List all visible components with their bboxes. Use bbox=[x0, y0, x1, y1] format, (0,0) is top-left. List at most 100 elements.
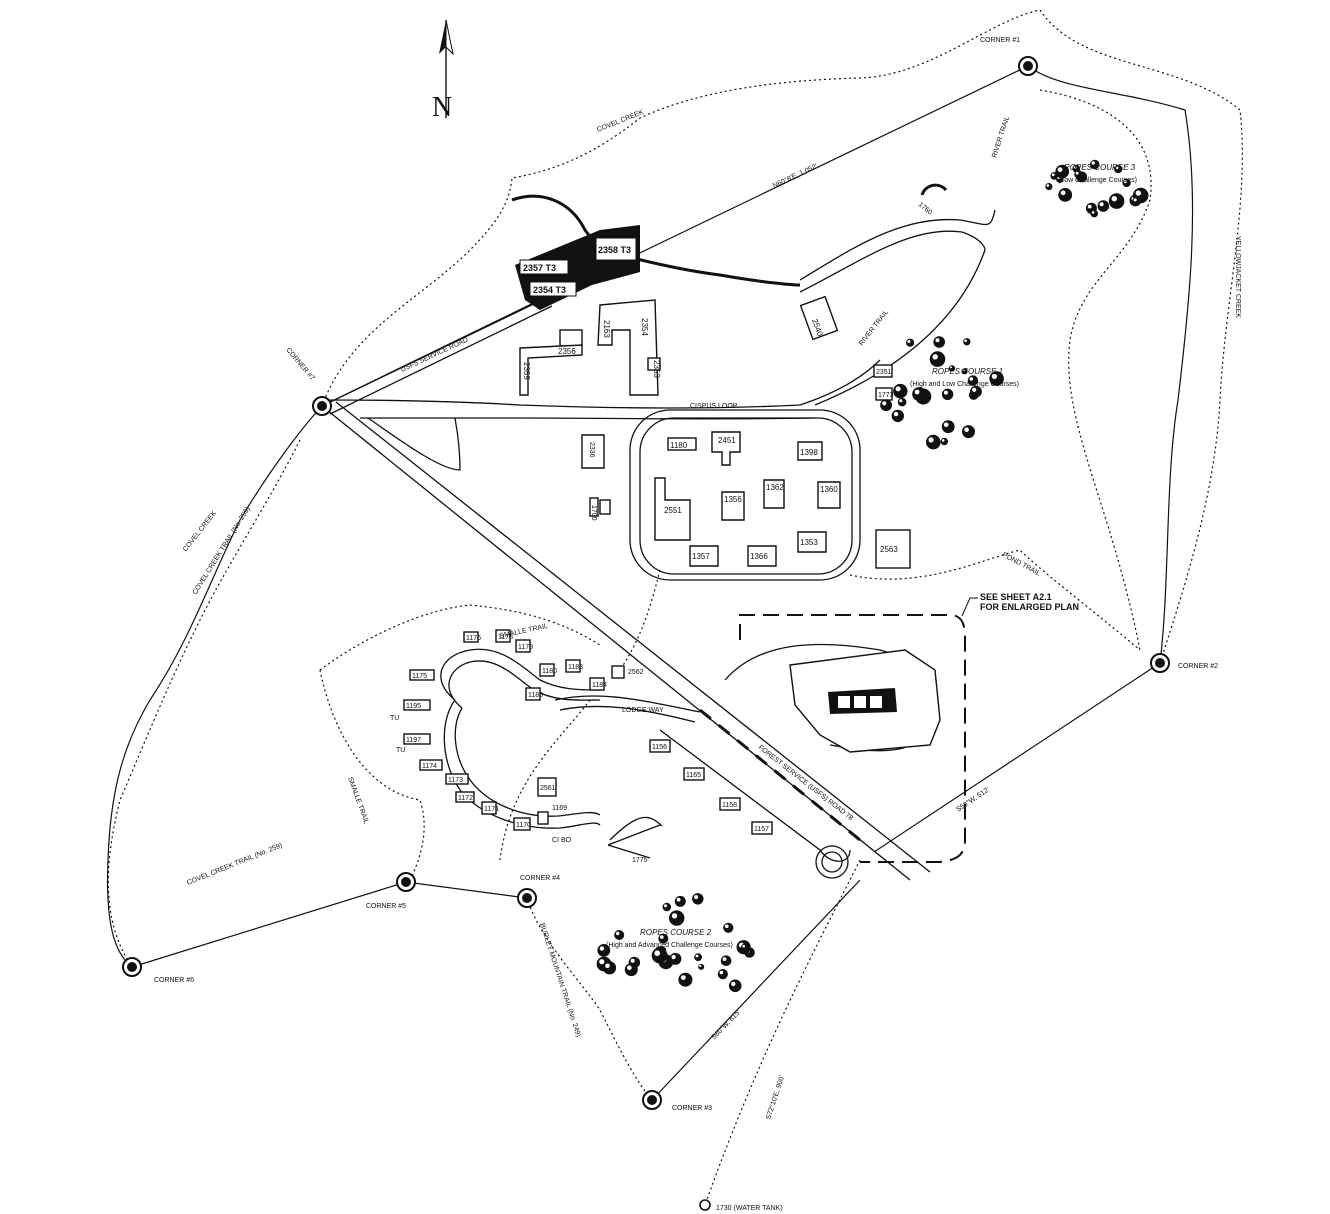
tree-highlight bbox=[671, 955, 676, 960]
building-2561: 2561 bbox=[540, 785, 556, 792]
tree-highlight bbox=[895, 386, 901, 392]
building-1172: 1172 bbox=[458, 795, 473, 802]
building-1183: 1183 bbox=[568, 664, 583, 671]
covel-creek-line bbox=[321, 9, 1041, 407]
tree-highlight bbox=[671, 913, 678, 919]
tree-highlight bbox=[962, 369, 965, 372]
parking-area bbox=[515, 225, 640, 310]
building-1178: 1178 bbox=[498, 634, 513, 641]
tree-highlight bbox=[1087, 204, 1092, 209]
tree-highlight bbox=[943, 390, 948, 395]
tree-highlight bbox=[969, 377, 974, 381]
tree-highlight bbox=[882, 401, 887, 406]
cb-label: CI BO bbox=[552, 837, 572, 844]
tree-highlight bbox=[932, 354, 938, 360]
burley-trail-label: BURLEY MOUNTAIN TRAIL (No. 249) bbox=[538, 922, 581, 1038]
ropes-course-3-desc: (Low Challenge Courses) bbox=[1058, 177, 1137, 184]
building-2562: 2562 bbox=[628, 669, 644, 676]
corner-2-label: CORNER #2 bbox=[1178, 663, 1218, 670]
tree-icon bbox=[602, 961, 617, 975]
river-trail-lower-label: RIVER TRAIL bbox=[858, 309, 890, 347]
campus-buildings bbox=[581, 431, 911, 569]
tree-icon bbox=[669, 952, 682, 965]
enlarged-plan-boundary bbox=[739, 614, 966, 863]
building-2353: 2353 bbox=[652, 360, 661, 378]
lodge-way-label: LODGE WAY bbox=[622, 707, 664, 714]
bearing-top: N60°8'E, 1,052' bbox=[771, 162, 818, 190]
tree-highlight bbox=[694, 895, 699, 900]
access-road-dark bbox=[511, 194, 801, 287]
building-1195: 1195 bbox=[406, 703, 421, 710]
tree-highlight bbox=[680, 975, 686, 980]
covel-creek-left-line bbox=[106, 405, 323, 968]
lodge-complex bbox=[789, 649, 941, 753]
building-1156: 1156 bbox=[652, 744, 667, 751]
water-tank-label: 1730 (WATER TANK) bbox=[716, 1205, 783, 1212]
river-access-road bbox=[799, 209, 996, 406]
tree-highlight bbox=[1099, 202, 1104, 207]
tree-icon bbox=[651, 947, 668, 964]
north-arrow-icon bbox=[439, 19, 454, 118]
building-1398: 1398 bbox=[800, 448, 818, 457]
tree-icon bbox=[1090, 209, 1098, 218]
ropes-course-2-desc: (High and Advanced Challenge Courses) bbox=[606, 942, 733, 949]
tree-highlight bbox=[972, 387, 977, 392]
tree-icon bbox=[692, 893, 704, 905]
building-1353: 1353 bbox=[800, 538, 818, 547]
tree-highlight bbox=[664, 904, 667, 908]
tree-highlight bbox=[991, 373, 998, 379]
yellowjacket-trail-line bbox=[1039, 9, 1243, 664]
building-1158: 1158 bbox=[722, 802, 737, 809]
tree-highlight bbox=[695, 954, 699, 958]
tree-icon bbox=[698, 963, 705, 970]
building-2451: 2451 bbox=[718, 436, 736, 445]
tree-highlight bbox=[722, 957, 727, 961]
building-1170: 1170 bbox=[516, 822, 531, 829]
tree-highlight bbox=[928, 437, 934, 443]
main-loop-road bbox=[629, 409, 861, 581]
usfs-service-road-label: USFS SERVICE ROAD bbox=[400, 336, 469, 373]
building-1175: 1175 bbox=[412, 673, 427, 680]
building-2354-t3: 2354 T3 bbox=[533, 285, 566, 295]
tree-highlight bbox=[1046, 184, 1050, 187]
tree-highlight bbox=[964, 339, 967, 343]
bearing-right: S50°W, 512' bbox=[955, 786, 991, 814]
building-1775: 1775 bbox=[632, 857, 648, 864]
tree-highlight bbox=[949, 366, 953, 369]
tu-label-2: TU bbox=[396, 747, 405, 754]
tree-highlight bbox=[935, 338, 940, 343]
tree-icon bbox=[720, 955, 732, 966]
tree-icon bbox=[962, 425, 975, 439]
building-2351: 2351 bbox=[876, 369, 892, 376]
lodge-way-road bbox=[554, 695, 701, 723]
north-label: N bbox=[432, 92, 452, 123]
yellowjacket-creek-label: YELLOWJACKET CREEK bbox=[1234, 236, 1241, 318]
cabins bbox=[403, 629, 773, 835]
tree-icon bbox=[933, 336, 945, 348]
tree-highlight bbox=[1111, 196, 1118, 202]
tree-icon bbox=[723, 922, 734, 933]
building-1174: 1174 bbox=[422, 763, 437, 770]
tree-highlight bbox=[605, 963, 610, 969]
building-1700: 1700 bbox=[590, 505, 597, 521]
tree-icon bbox=[893, 383, 908, 399]
tree-highlight bbox=[1075, 171, 1079, 175]
corner-1-label: CORNER #1 bbox=[980, 37, 1020, 44]
upper-buildings bbox=[519, 295, 839, 396]
tree-icon bbox=[1097, 200, 1110, 212]
tree-highlight bbox=[1133, 198, 1137, 202]
ropes-course-1-title: ROPES COURSE 1 bbox=[932, 367, 1003, 376]
tree-highlight bbox=[616, 931, 620, 936]
tree-highlight bbox=[742, 944, 745, 948]
tree-highlight bbox=[660, 935, 664, 939]
building-1366: 1366 bbox=[750, 552, 768, 561]
building-2163: 2163 bbox=[602, 320, 611, 338]
corner-5-label: CORNER #5 bbox=[366, 903, 406, 910]
tree-icon bbox=[897, 397, 907, 407]
tree-icon bbox=[717, 969, 728, 980]
yellowjacket-creek-line bbox=[1027, 65, 1194, 664]
usfs-service-road bbox=[321, 295, 553, 415]
tree-icon bbox=[929, 351, 946, 367]
tree-highlight bbox=[1091, 161, 1095, 165]
building-1180-cabin: 1180 bbox=[542, 668, 557, 675]
